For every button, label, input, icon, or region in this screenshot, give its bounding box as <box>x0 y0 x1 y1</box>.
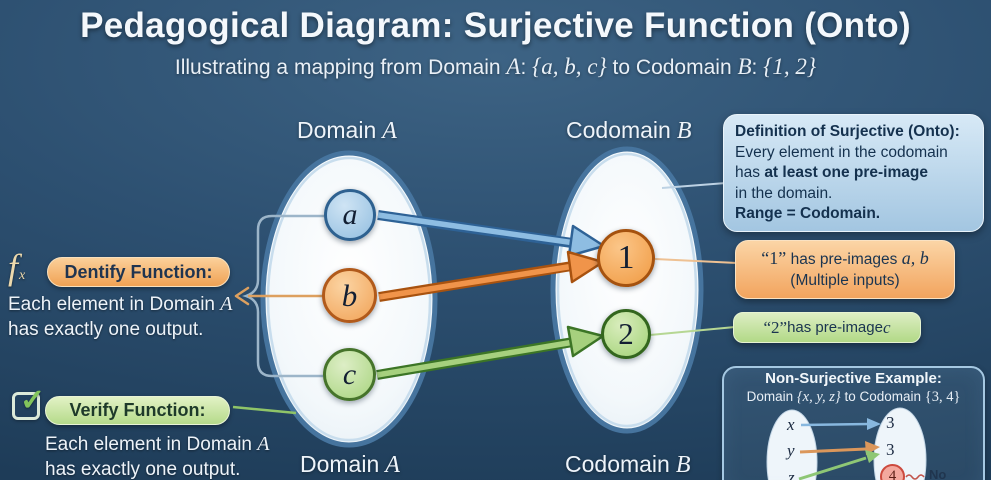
arrow-a-to-1 <box>377 210 606 258</box>
mini-element-4-highlight: 4 <box>880 464 905 480</box>
non-surjective-panel <box>722 366 985 480</box>
non-surjective-title: Non-Surjective Example: <box>765 370 942 387</box>
definition-line: Definition of Surjective (Onto): <box>735 123 960 140</box>
identify-description-line1: Each element in Domain A <box>8 293 233 315</box>
non-surjective-subtitle: Domain {x, y, z} to Codomain {3, 4} <box>746 389 961 405</box>
preimage-note-1-line1: “1” has pre-images a, b <box>761 248 929 268</box>
preimage-note-1: “1” has pre-images a, b (Multiple inputs… <box>735 240 955 299</box>
page-title: Pedagogical Diagram: Surjective Function… <box>80 6 911 45</box>
codomain-ellipse <box>550 146 704 434</box>
domain-element-c: c <box>323 348 376 401</box>
definition-box: Definition of Surjective (Onto): Every e… <box>723 114 984 232</box>
definition-line: has at least one pre-image <box>735 164 928 181</box>
identify-description-line2: has exactly one output. <box>8 319 204 340</box>
codomain-element-1: 1 <box>597 229 655 287</box>
note2-connector-line <box>649 326 736 336</box>
mini-codomain-ellipse <box>873 407 927 480</box>
function-icon: fx <box>8 247 26 287</box>
verify-description-line2: has exactly one output. <box>45 459 241 480</box>
preimage-note-1-line2: (Multiple inputs) <box>790 272 900 289</box>
no-preimage-label: No <box>929 467 947 480</box>
verify-connector-line <box>232 405 297 415</box>
identify-brace-arrowhead <box>234 286 250 306</box>
verify-description-line1: Each element in Domain A <box>45 433 270 455</box>
identify-brace <box>242 214 324 378</box>
mini-element-3b: 3 <box>886 440 895 459</box>
note1-connector-line <box>654 258 738 264</box>
mini-element-z: z <box>788 468 795 480</box>
definition-line: in the domain. <box>735 184 833 202</box>
arrow-c-to-2 <box>376 325 605 380</box>
preimage-note-2: “2” has pre-image c <box>733 312 921 343</box>
mini-element-x: x <box>787 415 795 434</box>
no-squiggle <box>905 474 925 480</box>
checkbox-icon: ✓ <box>12 384 45 420</box>
identify-function-pill: Dentify Function: <box>47 257 230 287</box>
identify-description: Each element in Domain A has exactly one… <box>8 292 233 342</box>
definition-line: Range = Codomain. <box>735 205 881 222</box>
verify-description: Each element in Domain A has exactly one… <box>45 432 270 480</box>
page-subtitle: Illustrating a mapping from Domain A: {a… <box>174 54 817 79</box>
domain-element-a: a <box>324 189 376 241</box>
arrow-b-to-1 <box>378 250 605 302</box>
mini-arrow-x-to-3 <box>800 418 881 430</box>
mini-element-3a: 3 <box>886 413 895 432</box>
codomain-element-2: 2 <box>601 309 651 359</box>
mini-arrow-z-to-3 <box>798 450 880 480</box>
domain-element-b: b <box>322 268 377 323</box>
mini-domain-ellipse <box>766 409 818 480</box>
definition-connector-line <box>661 182 727 189</box>
definition-line: Every element in the codomain <box>735 143 948 161</box>
mini-element-y: y <box>787 441 795 460</box>
verify-function-pill: Verify Function: <box>45 396 230 425</box>
